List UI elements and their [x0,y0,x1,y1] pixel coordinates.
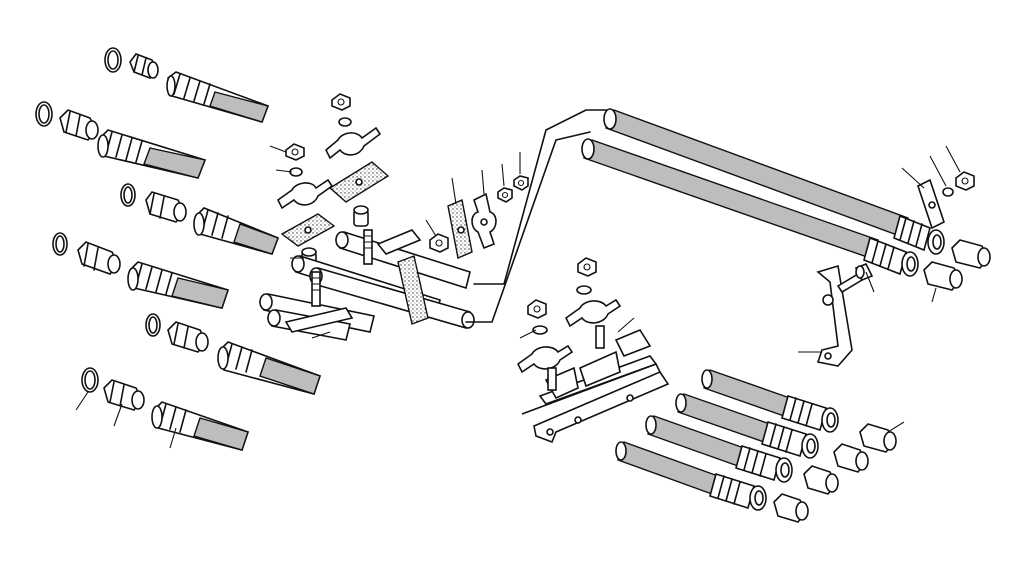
hex-nut [429,233,449,253]
hose-fitting-right-4 [615,441,767,511]
hose-end [166,71,270,123]
saddle-clamp [516,344,574,374]
hose-fitting-row-2 [35,101,207,179]
leader-line [269,145,331,339]
leader-line [425,152,521,237]
union-nut [129,53,159,79]
saddle-clamp [325,126,382,160]
leader-line [519,317,635,339]
hose-end [127,261,230,309]
hose-fitting-right-3 [645,415,793,483]
long-pipes-upper-right [581,108,991,303]
center-clamp-assembly [259,93,475,341]
mounting-bracket-assembly [516,257,670,444]
right-hose-fittings [615,369,905,523]
leader-line [75,391,177,449]
leader-line [798,271,875,353]
washer [576,285,592,295]
stud-bolt [547,367,557,391]
union-nut [803,465,839,495]
union-nut [59,109,99,141]
union-nut [859,423,897,453]
hose-end [217,341,322,395]
long-pipe-2 [581,138,919,277]
hose-fitting-row-6 [81,367,250,451]
union-nut [923,261,963,291]
support-bracket [798,262,875,367]
hex-nut [955,171,975,191]
union-nut [145,191,187,223]
hex-nut [497,187,513,203]
saddle-clamp [276,178,334,210]
union-nut [103,379,145,411]
washer [942,187,954,197]
hose-fitting-row-5 [145,313,322,395]
left-hose-fittings [35,47,322,451]
leader-line [887,421,905,433]
long-pipe-1 [603,108,945,255]
bolt [836,262,874,294]
hose-fitting-row-4 [52,232,230,309]
center-clips [425,152,529,259]
hose-end [193,207,280,255]
union-nut [77,241,121,275]
stud-bolt [311,271,321,307]
hose-fitting-right-1 [701,369,839,433]
union-nut [773,493,809,523]
leader-line [901,145,961,303]
saddle-clamp [564,298,622,328]
union-nut [951,239,991,269]
union-nut [833,443,869,473]
routing-lines [465,109,613,323]
hex-nut [527,299,547,319]
hex-nut [513,175,529,191]
washer [532,325,548,335]
hose-fitting-row-3 [120,183,280,255]
hex-nut [285,143,305,161]
hex-nut [577,257,597,277]
washer [338,117,352,127]
union-nut [167,321,209,353]
base-plate [284,307,354,333]
hose-end [151,401,250,451]
stud-bolt [363,229,373,265]
washer [855,265,865,279]
spacer [353,205,369,227]
hose-fitting-row-1 [104,47,270,123]
clamp-strap [397,255,429,325]
hose-end [97,129,207,179]
hose-fitting-right-2 [675,393,819,459]
hex-nut [331,93,351,111]
stud-bolt [595,325,605,349]
